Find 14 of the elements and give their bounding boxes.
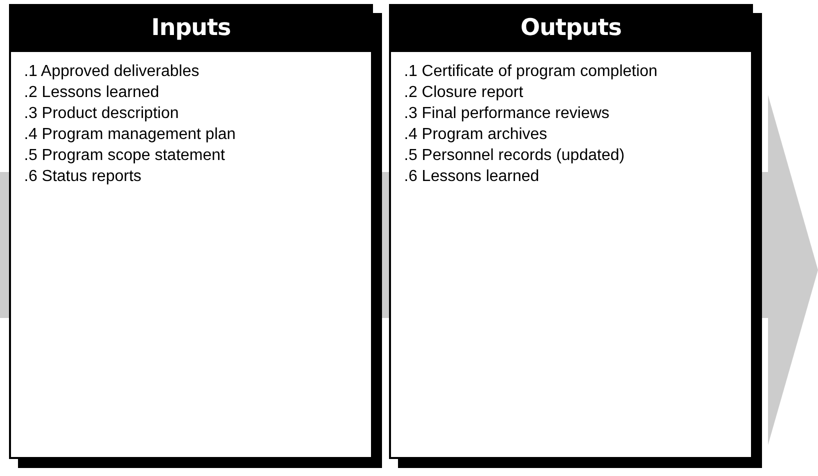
list-item: .1 Approved deliverables (23, 62, 200, 82)
list-item: .6 Lessons learned (403, 167, 540, 187)
list-item: .5 Program scope statement (23, 146, 226, 166)
list-item: .2 Lessons learned (23, 83, 160, 103)
list-item: .1 Certificate of program completion (403, 62, 658, 82)
list-item: .4 Program archives (403, 125, 548, 145)
list-item: .6 Status reports (23, 167, 142, 187)
list-item: .4 Program management plan (23, 125, 237, 145)
panel-heading: Inputs (11, 6, 371, 52)
panel-heading: Outputs (391, 6, 751, 52)
list-item: .3 Final performance reviews (403, 104, 610, 124)
list-item: .3 Product description (23, 104, 180, 124)
list-item: .5 Personnel records (updated) (403, 146, 626, 166)
list-item: .2 Closure report (403, 83, 524, 103)
